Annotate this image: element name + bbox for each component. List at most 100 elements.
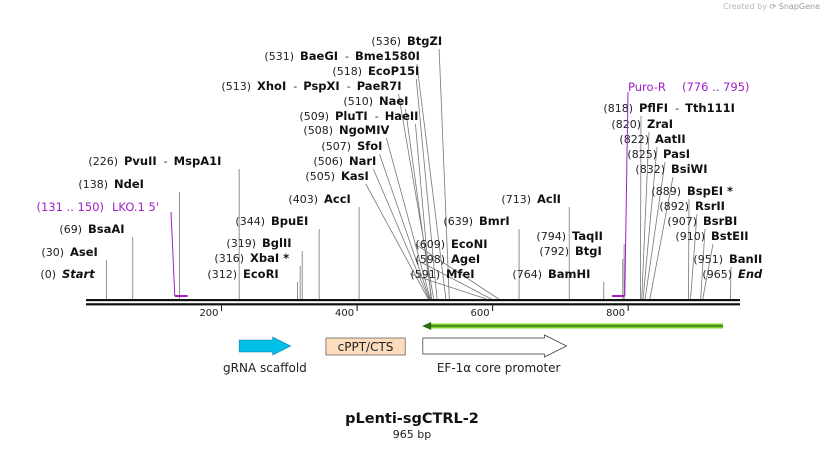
site-btgi[interactable]: (792)BtgI: [539, 244, 601, 258]
site-mfei[interactable]: (591)MfeI: [410, 267, 474, 281]
feature-orf-reverse[interactable]: [422, 322, 724, 330]
site-econi[interactable]: (609) EcoNI: [415, 237, 487, 251]
site-name: EcoNI: [451, 237, 487, 251]
site-bsiwi[interactable]: (832) BsiWI: [635, 162, 707, 176]
site-end[interactable]: (965)End: [702, 267, 763, 281]
site-separator: -: [293, 80, 297, 93]
primer-lko1-5[interactable]: (131 .. 150)LKO.1 5': [37, 200, 188, 297]
site-btgzi[interactable]: (536) BtgZI: [371, 34, 442, 48]
site-position: (609): [415, 238, 445, 251]
leader-line: [690, 213, 698, 300]
site-name: PvuII: [124, 154, 157, 168]
site-bpuei[interactable]: (344) BpuEI: [235, 214, 308, 228]
sequence-backbone: [86, 299, 740, 306]
site-position: (591): [410, 268, 440, 281]
site-agei[interactable]: (598)AgeI: [415, 252, 480, 266]
ruler-label-600: 600: [471, 308, 490, 319]
primer-puro-r[interactable]: Puro-R(776 .. 795): [611, 80, 750, 297]
site-bamhi[interactable]: (764)BamHI: [512, 267, 590, 281]
leader-line: [398, 93, 435, 300]
site-position: (509): [299, 110, 329, 123]
site-bmri[interactable]: (639)BmrI: [443, 214, 509, 228]
site-position: (820): [611, 118, 641, 131]
site-asei[interactable]: (30)AseI: [41, 245, 97, 259]
snapgene-logo-icon: ⟳: [769, 2, 777, 11]
site-position: (536): [371, 35, 401, 48]
site-baegi[interactable]: (531)BaeGI-Bme1580I: [264, 49, 419, 63]
site-name: AatII: [655, 132, 686, 146]
site-kasi[interactable]: (505)KasI: [305, 169, 368, 183]
site-ndei[interactable]: (138)NdeI: [78, 177, 144, 191]
plasmid-name: pLenti-sgCTRL-2: [345, 411, 479, 427]
feature-label: gRNA scaffold: [223, 361, 307, 375]
site-aatii[interactable]: (822) AatII: [619, 132, 685, 146]
site-nari[interactable]: (506)NarI: [313, 154, 376, 168]
site-leader-lines: [105, 48, 732, 300]
site-name: TaqII: [572, 229, 603, 243]
site-name: NdeI: [114, 177, 144, 191]
primer-name: Puro-R: [628, 80, 666, 94]
site-bsteii[interactable]: (910)BstEII: [675, 229, 748, 243]
feature-cppt-cts[interactable]: cPPT/CTS: [325, 337, 406, 356]
site-name: BtgZI: [407, 34, 442, 48]
leader-line: [409, 273, 487, 300]
site-pasi[interactable]: (825)PasI: [627, 147, 690, 161]
site-name: PflFI: [639, 101, 668, 115]
site-pflfi[interactable]: (818)PflFI-Tth111I: [603, 101, 735, 115]
site-name: BsiWI: [671, 162, 708, 176]
site-position: (713): [501, 193, 531, 206]
site-acli[interactable]: (713)AclI: [501, 192, 561, 206]
site-name: KasI: [341, 169, 369, 183]
site-bsaai[interactable]: (69) BsaAI: [59, 222, 124, 236]
site-banii[interactable]: (951)BanII: [693, 252, 762, 266]
site-position: (531): [264, 50, 294, 63]
leader-line: [405, 108, 433, 300]
site-ecop15i[interactable]: (518)EcoP15I: [332, 64, 419, 78]
primers: (131 .. 150)LKO.1 5' Puro-R(776 .. 795): [37, 80, 750, 297]
site-position: (69): [59, 223, 82, 236]
site-position: (403): [288, 193, 318, 206]
site-pvuii[interactable]: (226)PvuII-MspA1I: [88, 154, 221, 168]
site-separator: -: [164, 155, 168, 168]
site-position: (832): [635, 163, 665, 176]
site-start[interactable]: (0)Start: [40, 267, 95, 281]
site-ecori[interactable]: (312)EcoRI: [207, 267, 278, 281]
ruler-label-400: 400: [335, 308, 354, 319]
site-pluti[interactable]: (509)PluTI-HaeII: [299, 109, 418, 123]
site-zrai[interactable]: (820) ZraI: [611, 117, 673, 131]
feature-label: cPPT/CTS: [338, 340, 394, 354]
site-bspei[interactable]: (889)BspEI *: [651, 184, 733, 198]
site-position: (825): [627, 148, 657, 161]
site-bglii[interactable]: (319)BglII: [226, 236, 291, 250]
site-position: (518): [332, 65, 362, 78]
site-xbai[interactable]: (316) XbaI *: [214, 251, 289, 265]
site-isoschizomer: Bme1580I: [355, 49, 420, 63]
leader-line: [415, 78, 438, 300]
site-rsrii[interactable]: (892)RsrII: [659, 199, 725, 213]
leader-line: [642, 146, 658, 300]
site-name: BpuEI: [271, 214, 308, 228]
feature-arrow: [238, 336, 292, 356]
leader-line: [641, 131, 650, 300]
site-taqii[interactable]: (794)TaqII: [536, 229, 603, 243]
site-name: SfoI: [357, 139, 382, 153]
site-position: (822): [619, 133, 649, 146]
site-position: (910): [675, 230, 705, 243]
site-name: ZraI: [647, 117, 673, 131]
leader-line: [644, 161, 666, 300]
feature-ef1a-core-promoter[interactable]: EF-1α core promoter: [422, 334, 568, 375]
site-naei[interactable]: (510)NaeI: [343, 94, 408, 108]
site-acci[interactable]: (403)AccI: [288, 192, 350, 206]
primer-name: LKO.1 5': [112, 200, 159, 214]
site-name: XbaI *: [250, 251, 289, 265]
site-sfoi[interactable]: (507)SfoI: [321, 139, 382, 153]
site-position: (316): [214, 252, 244, 265]
site-ngomiv[interactable]: (508)NgoMIV: [303, 123, 389, 137]
feature-grna-scaffold[interactable]: gRNA scaffold: [223, 336, 307, 375]
site-xhoi[interactable]: (513)XhoI-PspXI-PaeR7I: [221, 79, 401, 93]
site-position: (344): [235, 215, 265, 228]
leader-line: [700, 228, 706, 300]
orf-arrowhead: [422, 322, 432, 330]
site-bsrbi[interactable]: (907)BsrBI: [667, 214, 737, 228]
site-name: BsaAI: [88, 222, 125, 236]
